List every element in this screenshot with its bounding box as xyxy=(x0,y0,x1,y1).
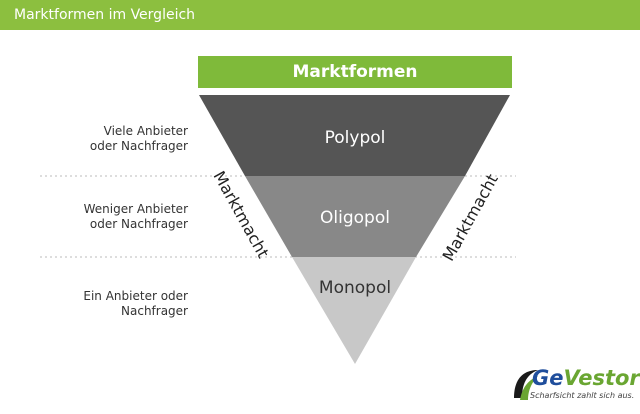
title-bar: Marktformen im Vergleich xyxy=(0,0,640,30)
description-oligopol: Weniger Anbieter oder Nachfrager xyxy=(20,202,188,232)
segment-label-polypol: Polypol xyxy=(324,128,386,148)
segment-label-monopol: Monopol xyxy=(318,278,392,298)
logo-wordmark: GeVestor xyxy=(532,366,640,390)
description-line: oder Nachfrager xyxy=(89,217,188,231)
logo-ge: Ge xyxy=(532,366,564,390)
gevestor-logo: GeVestor Scharfsicht zahlt sich aus. xyxy=(510,364,640,408)
segment-monopol xyxy=(292,257,416,364)
segment-label-oligopol: Oligopol xyxy=(320,208,390,228)
segment-polypol xyxy=(199,95,510,176)
diagram-header: Marktformen xyxy=(198,56,512,88)
description-monopol: Ein Anbieter oder Nachfrager xyxy=(20,289,188,319)
segment-oligopol xyxy=(245,176,465,257)
description-line: Viele Anbieter xyxy=(103,124,188,138)
description-line: Weniger Anbieter xyxy=(83,202,188,216)
description-line: oder Nachfrager xyxy=(89,139,188,153)
page-title: Marktformen im Vergleich xyxy=(14,7,196,23)
description-line: Ein Anbieter oder xyxy=(83,289,188,303)
logo-vestor: Vestor xyxy=(563,366,640,390)
description-line: Nachfrager xyxy=(121,304,188,318)
description-polypol: Viele Anbieter oder Nachfrager xyxy=(20,124,188,154)
logo-tagline: Scharfsicht zahlt sich aus. xyxy=(530,391,635,400)
logo-swoosh-icon xyxy=(514,370,538,400)
